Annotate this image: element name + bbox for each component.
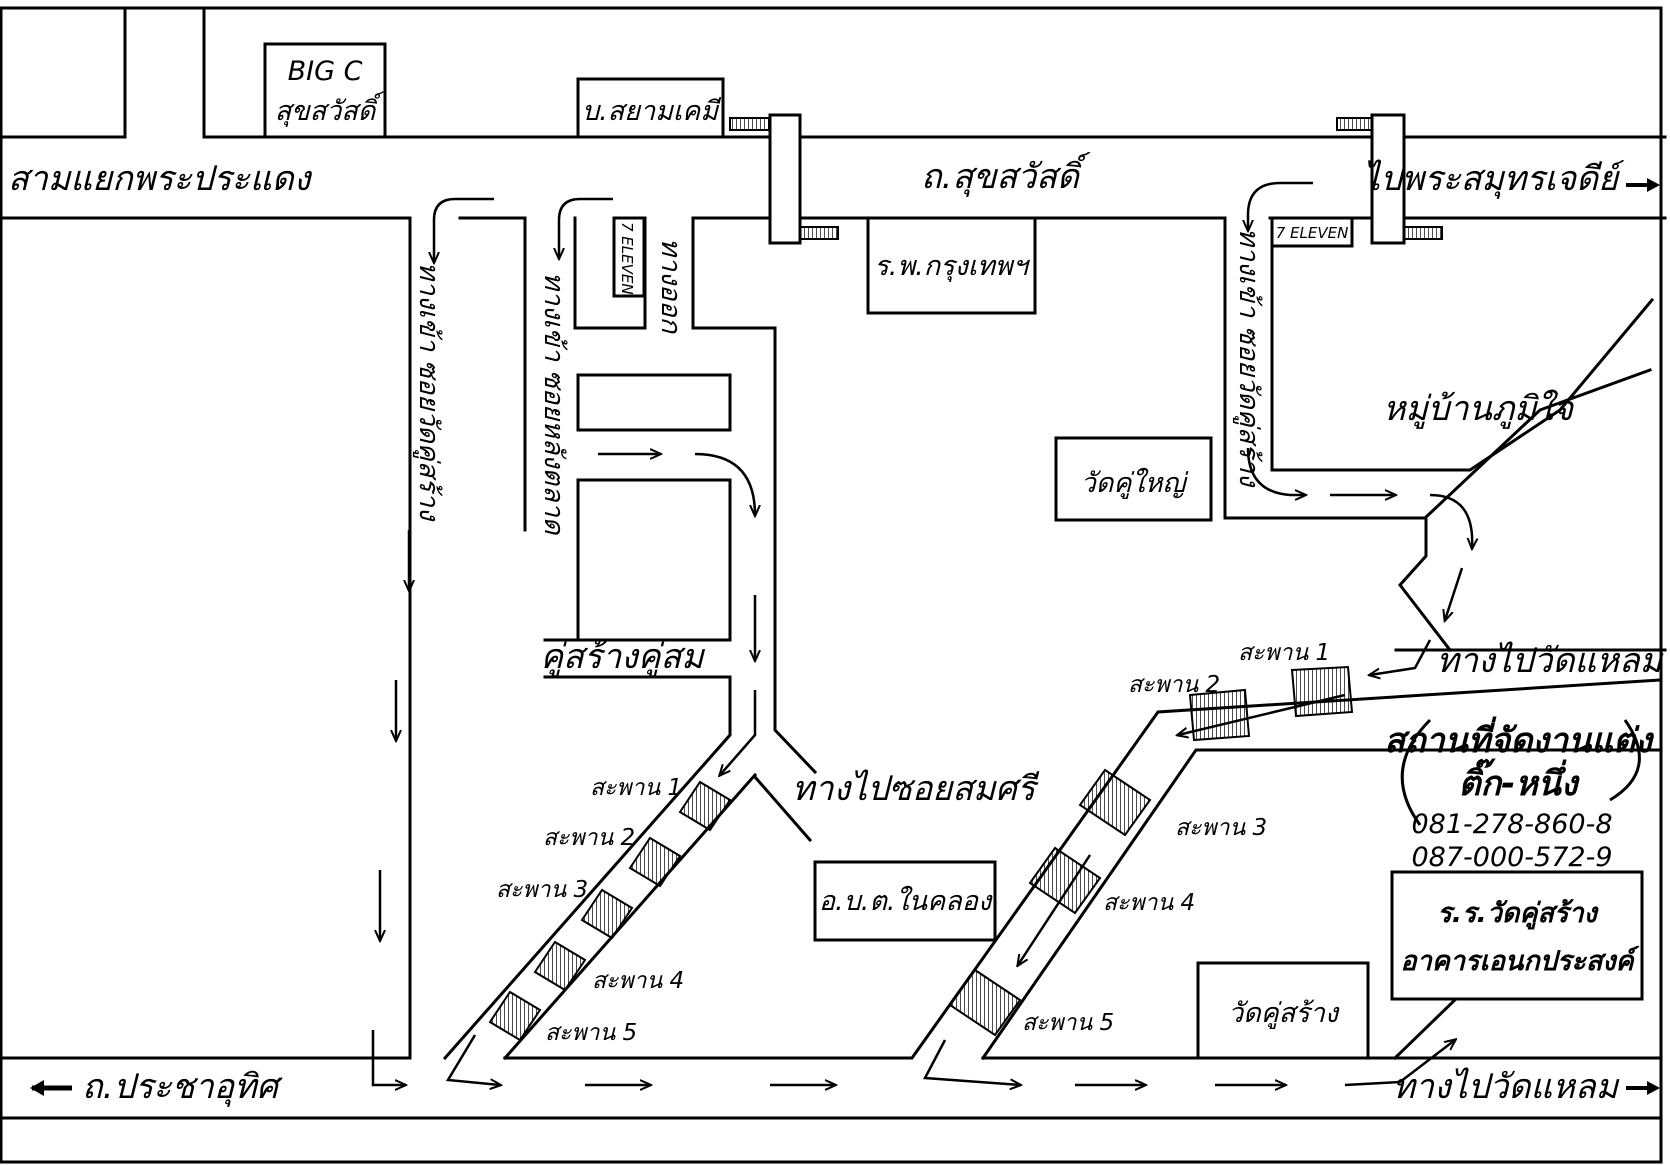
big-c-sublabel: สุขสวัสดิ์ — [275, 91, 385, 128]
label-bridge-right-3: สะพาน 3 — [1175, 815, 1267, 841]
hospital-label: ร.พ.กรุงเทพฯ — [874, 251, 1030, 283]
label-venue: สถานที่จัดงานแต่ง — [1384, 716, 1654, 761]
flyover-left — [729, 113, 839, 245]
label-bottom-right-end: ทางไปวัดแหลม — [1392, 1067, 1619, 1107]
label-soi-left: ทางเข้า ซอยวัดคู่สร้าง — [412, 262, 444, 522]
label-top-right-end: ไปพระสมุทรเจดีย์ — [1363, 159, 1625, 199]
label-bridge-right-2: สะพาน 2 — [1128, 672, 1220, 698]
label-phone-2: 087-000-572-9 — [1411, 842, 1612, 873]
label-bottom-left-end: ถ.ประชาอุทิศ — [82, 1067, 283, 1107]
arrow-right-icon — [1626, 178, 1660, 192]
label-bridge-left-1: สะพาน 1 — [590, 775, 682, 801]
school-box — [1390, 870, 1644, 1001]
route-arrows — [371, 181, 1472, 1085]
label-venue-names: ติ๊ก-หนึ่ง — [1458, 758, 1579, 804]
seven-eleven-left-label: 7 ELEVEN — [618, 222, 636, 295]
label-top-left-end: สามแยกพระประแดง — [8, 159, 313, 199]
label-suksawat-road: ถ.สุขสวัสดิ์ — [921, 151, 1091, 197]
siam-chem-box — [576, 77, 725, 139]
seven-eleven-right-label: 7 ELEVEN — [1276, 224, 1349, 242]
label-bridge-left-4: สะพาน 4 — [592, 968, 684, 994]
label-right-mid-end: ทางไปวัดแหลม — [1436, 641, 1663, 681]
big-c-label: BIG C — [288, 56, 363, 87]
wat-ku-sang-box — [1196, 961, 1370, 1060]
label-village: หมู่บ้านภูมิใจ — [1383, 389, 1575, 429]
label-ku-sang-ku-som: คู่สร้างคู่สม — [540, 637, 705, 677]
flyover-right — [1336, 113, 1443, 245]
wat-ku-yai-label: วัดคู่ใหญ่ — [1081, 467, 1190, 500]
wat-ku-yai-box — [1054, 436, 1213, 522]
bridges-right — [948, 665, 1354, 1037]
siam-chem-label: บ.สยามเคมี — [582, 96, 722, 127]
big-c-box — [263, 42, 387, 139]
seven-eleven-right-box — [1270, 216, 1354, 248]
map-frame — [0, 6, 1663, 1164]
obt-label: อ.บ.ต.ในคลอง — [819, 885, 993, 917]
label-bridge-left-5: สะพาน 5 — [545, 1020, 637, 1046]
school-sublabel: อาคารเอนกประสงค์ — [1400, 945, 1639, 977]
road-suksawat — [0, 8, 1667, 1060]
wat-ku-sang-label: วัดคู่สร้าง — [1228, 998, 1340, 1030]
label-soi-middle: ทางเข้า ซอยหลังตลาด — [538, 272, 569, 536]
label-bridge-left-3: สะพาน 3 — [496, 877, 588, 903]
label-bridge-right-1: สะพาน 1 — [1238, 640, 1330, 666]
label-bridge-left-2: สะพาน 2 — [543, 825, 635, 851]
arrow-right-icon — [1626, 1081, 1660, 1095]
label-phone-1: 081-278-860-8 — [1411, 809, 1612, 840]
bridges-left — [488, 780, 732, 1042]
label-bridge-right-4: สะพาน 4 — [1103, 890, 1195, 916]
venue-bracket-left — [1400, 718, 1432, 826]
obt-box — [813, 860, 997, 942]
label-soi-right: ทางเข้า ซอยวัดคู่สร้าง — [1232, 228, 1264, 488]
hospital-box — [866, 216, 1037, 315]
label-soi-exit: ทางออก — [655, 238, 686, 335]
school-label: ร.ร.วัดคู่สร้าง — [1437, 898, 1599, 930]
label-bridge-right-5: สะพาน 5 — [1022, 1010, 1114, 1036]
label-to-soi-somsri: ทางไปซอยสมศรี — [792, 769, 1040, 809]
arrow-left-icon — [30, 1080, 72, 1096]
road-soi-middle — [0, 373, 1662, 1120]
venue-bracket-right — [1609, 719, 1641, 802]
seven-eleven-left-box — [612, 216, 646, 298]
